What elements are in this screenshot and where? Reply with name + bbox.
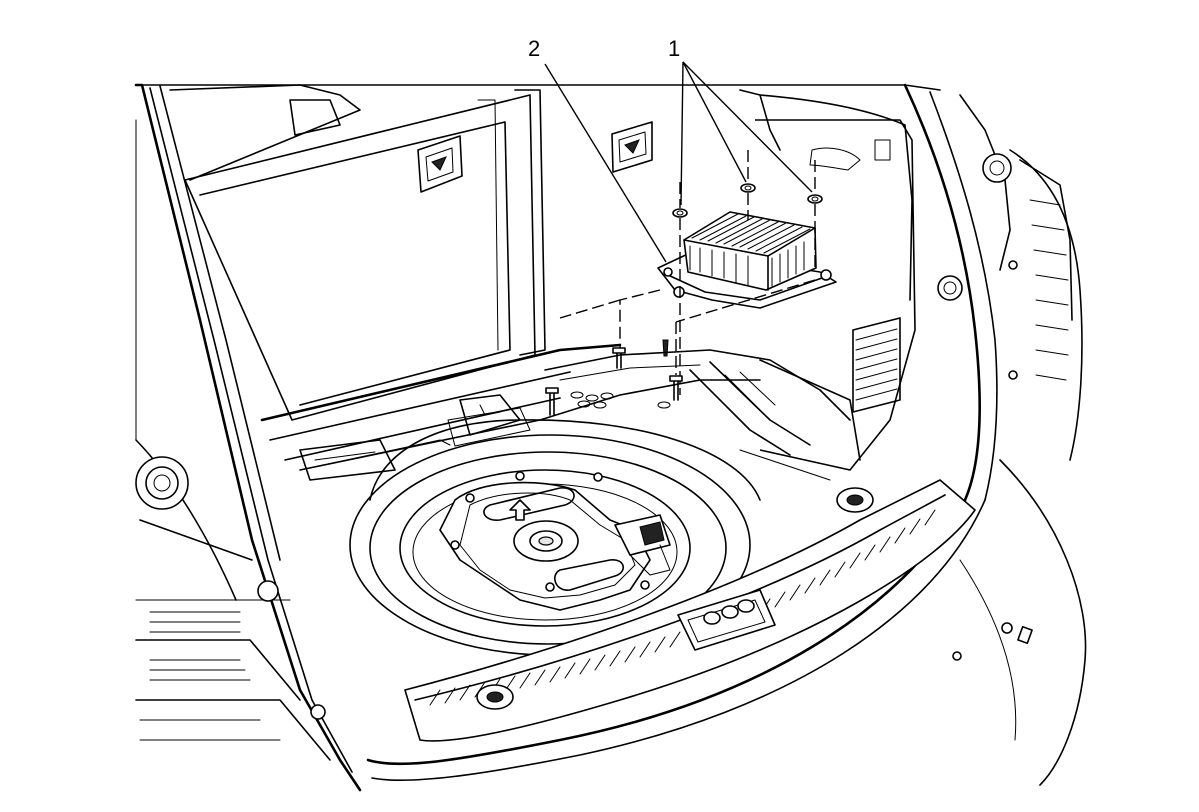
floor-studs xyxy=(545,339,683,416)
callout-2-leader xyxy=(544,63,667,263)
rear-seat-backs xyxy=(169,84,653,471)
vehicle-body-outline xyxy=(134,83,1087,792)
left-quarter-panel xyxy=(135,439,331,761)
callout-label-2: 2 xyxy=(528,36,541,61)
cargo-floor-structure xyxy=(299,349,861,481)
rear-sill-plate xyxy=(404,479,976,742)
callout-label-1: 1 xyxy=(668,36,681,61)
amplifier-module xyxy=(657,211,837,309)
installation-dashed-lines xyxy=(559,150,816,395)
callout-1-leader-c xyxy=(682,61,813,193)
mounting-nuts xyxy=(672,183,823,218)
callout-1-leader-a xyxy=(680,61,684,206)
callout-1-leader-b xyxy=(682,61,747,183)
right-trim-panel xyxy=(739,89,1018,471)
callout-leaders xyxy=(544,61,813,263)
spare-tire-well xyxy=(349,419,761,656)
